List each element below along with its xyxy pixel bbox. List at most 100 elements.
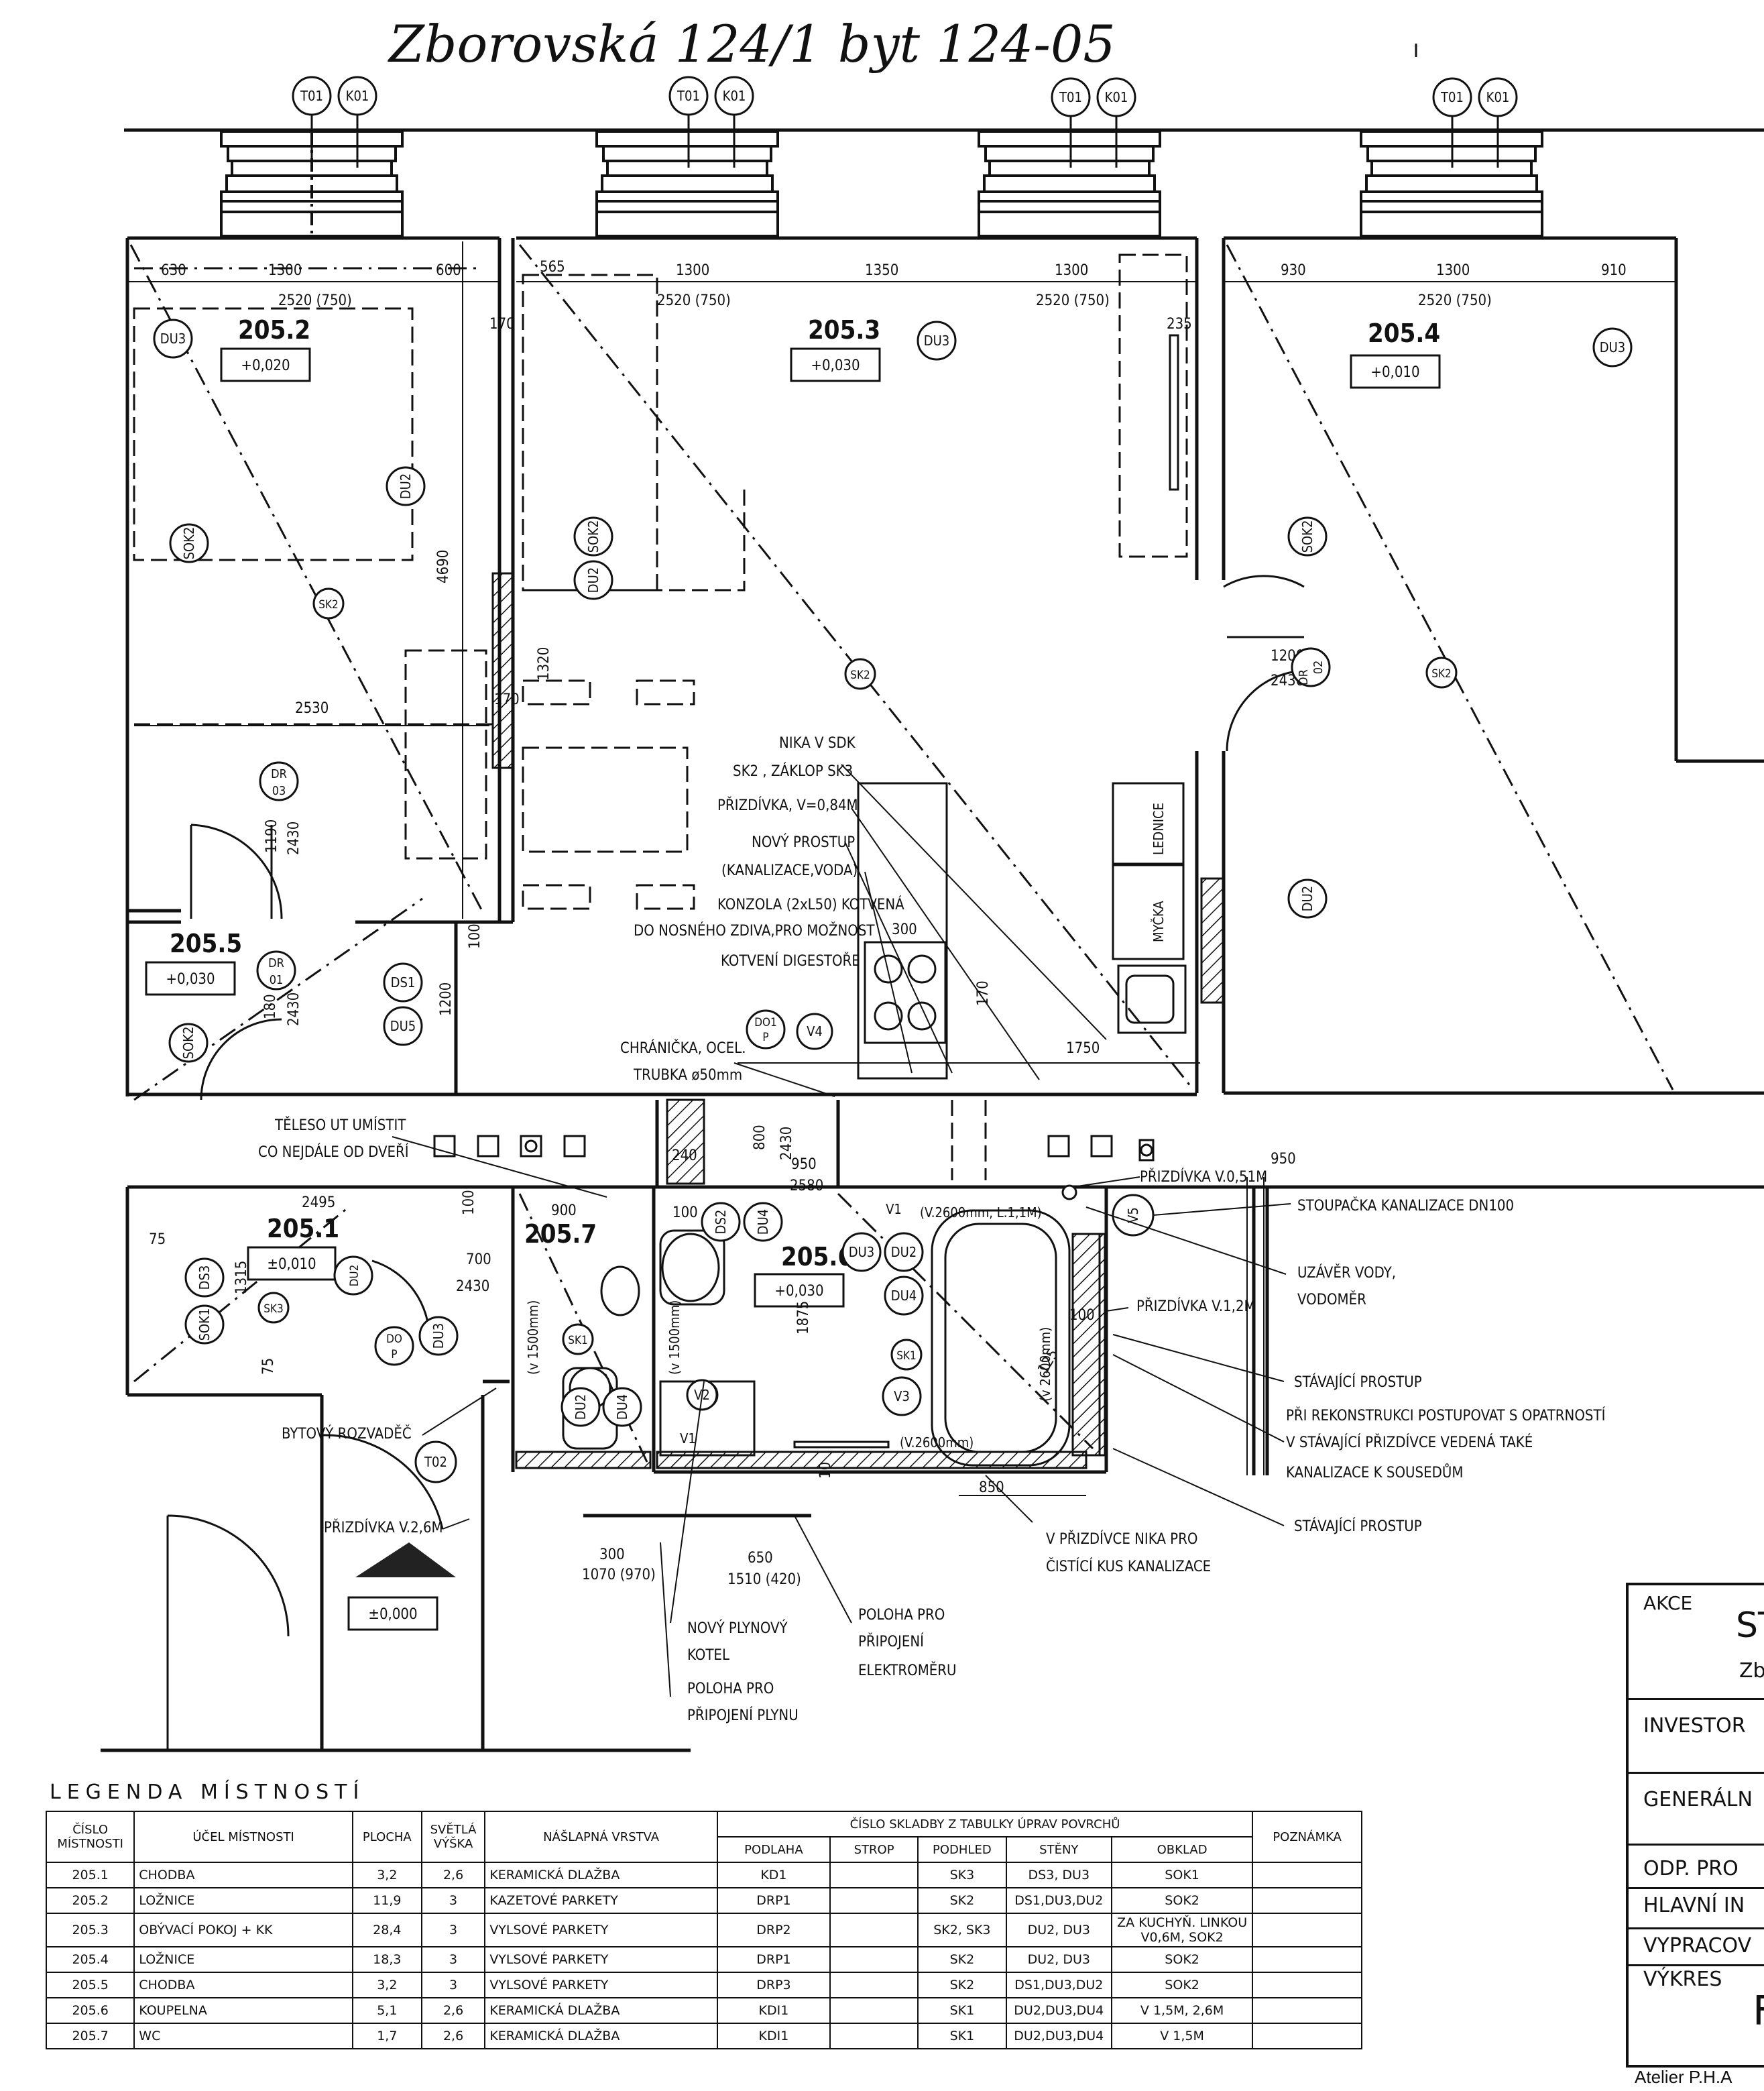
tag-sk1: SK1: [568, 1334, 587, 1347]
note-plyn-2: PŘIPOJENÍ PLYNU: [687, 1707, 799, 1724]
tag-du3: DU3: [160, 331, 186, 347]
svg-text:100: 100: [672, 1204, 698, 1221]
legend-cell: KDI1: [716, 2023, 831, 2049]
svg-text:100: 100: [467, 923, 483, 949]
tag-sok2: SOK2: [180, 1027, 196, 1060]
bath-height-2: (V.2600mm): [900, 1434, 974, 1451]
bath-label: (V.2600mm, L.1,1M): [920, 1204, 1042, 1221]
legend-cell: [1252, 1862, 1362, 1888]
tb-akce-value: ST: [1736, 1605, 1764, 1646]
svg-text:+0,010: +0,010: [1370, 364, 1419, 381]
tb-hlavni: HLAVNÍ IN: [1643, 1894, 1745, 1917]
tag-du2: DU2: [398, 473, 414, 499]
atelier-label: Atelier P.H.A: [1635, 2067, 1732, 2087]
tag-dr-03: 03: [272, 784, 286, 798]
tag-sk3: SK3: [263, 1302, 283, 1316]
tag-v3: V3: [894, 1388, 910, 1404]
legend-cell: 205.5: [45, 1972, 135, 1998]
tag-circles: [153, 319, 1633, 1483]
room-numbers: 205.2 205.3 205.4 205.5 205.1 205.6 205.…: [170, 315, 1440, 1271]
col-steny: STĚNY: [1005, 1836, 1113, 1863]
svg-text:240: 240: [672, 1147, 697, 1164]
legend-cell: KD1: [716, 1862, 831, 1888]
note-nika: NIKA V SDK: [779, 735, 856, 752]
col-skladby: ČÍSLO SKLADBY Z TABULKY ÚPRAV POVRCHŮ: [716, 1811, 1254, 1838]
tag-sk2: SK2: [850, 669, 870, 682]
legend-cell: 5,1: [351, 1997, 422, 2024]
svg-text:4690: 4690: [435, 550, 452, 583]
legend-cell: SOK2: [1111, 1946, 1254, 1973]
svg-text:300: 300: [599, 1546, 625, 1563]
tag-p: P: [391, 1348, 397, 1361]
note-prizdivka-12: PŘIZDÍVKA V.1,2M: [1136, 1298, 1256, 1315]
svg-text:1300: 1300: [1055, 262, 1088, 279]
tb-vykres-value: F: [1753, 1988, 1764, 2035]
tag-sk2: SK2: [1431, 667, 1451, 681]
legend-cell: 2,6: [420, 1997, 486, 2024]
svg-text:800: 800: [752, 1125, 768, 1150]
svg-text:1315: 1315: [233, 1261, 250, 1294]
col-podlaha: PODLAHA: [716, 1836, 831, 1863]
svg-text:205.1: 205.1: [267, 1214, 339, 1243]
svg-text:205.4: 205.4: [1368, 319, 1440, 348]
note-plyn-1: POLOHA PRO: [687, 1681, 774, 1697]
tag-do2: DU2: [348, 1265, 361, 1287]
sink-height: (v 1500mm): [666, 1300, 683, 1375]
svg-text:235: 235: [1167, 316, 1192, 333]
svg-text:205.2: 205.2: [238, 315, 310, 345]
note-stavajici-2: STÁVAJÍCÍ PROSTUP: [1294, 1518, 1422, 1535]
legend-cell: ZA KUCHYŇ. LINKOU V0,6M, SOK2: [1111, 1913, 1254, 1947]
leader-lines: [392, 764, 1291, 1697]
legend-cell: KERAMICKÁ DLAŽBA: [484, 2023, 718, 2049]
svg-text:+0,020: +0,020: [241, 357, 290, 374]
tag-t01: T01: [1440, 89, 1464, 105]
col-vyska: SVĚTLÁ VÝŠKA: [420, 1811, 486, 1863]
svg-text:2520 (750): 2520 (750): [1036, 292, 1110, 309]
svg-text:2430: 2430: [286, 822, 302, 855]
svg-text:205.5: 205.5: [170, 929, 242, 958]
note-stoupacka: STOUPAČKA KANALIZACE DN100: [1297, 1197, 1514, 1214]
tag-sok1: SOK1: [196, 1308, 213, 1341]
legend-cell: DRP2: [716, 1913, 831, 1947]
window-bays: [220, 130, 1543, 237]
svg-text:1300: 1300: [1436, 262, 1470, 279]
col-ucel: ÚČEL MÍSTNOSTI: [133, 1811, 353, 1863]
tag-v1: V1: [886, 1201, 902, 1217]
tag-sok2: SOK2: [585, 520, 601, 553]
svg-text:2530: 2530: [295, 700, 329, 717]
svg-text:2495: 2495: [302, 1194, 335, 1211]
legend-cell: 1,7: [351, 2023, 422, 2049]
tag-du2: DU2: [1299, 886, 1315, 911]
note-nika-pro-2: ČISTÍCÍ KUS KANALIZACE: [1046, 1558, 1211, 1575]
svg-text:75: 75: [260, 1358, 277, 1375]
legend-cell: 205.6: [45, 1997, 135, 2024]
tag-k01: K01: [1105, 89, 1128, 105]
svg-text:±0,010: ±0,010: [267, 1256, 316, 1273]
tag-du3: DU3: [1600, 339, 1625, 355]
legend-cell: DU2,DU3,DU4: [1005, 2023, 1113, 2049]
legend-cell: VYLSOVÉ PARKETY: [484, 1946, 718, 1973]
tag-v1: V1: [680, 1430, 696, 1447]
room-legend-table: ČÍSLO MÍSTNOSTI ÚČEL MÍSTNOSTI PLOCHA SV…: [45, 1811, 1362, 2049]
legend-cell: KOUPELNA: [133, 1997, 353, 2024]
tag-v4: V4: [807, 1023, 823, 1039]
kitchen-unit: [857, 334, 1187, 1162]
tb-vykres: VÝKRES: [1643, 1968, 1722, 1991]
tb-vypracoval: VYPRACOV: [1643, 1934, 1752, 1958]
svg-text:1300: 1300: [268, 262, 302, 279]
legend-cell: 3: [420, 1887, 486, 1914]
note-konzola-1: KONZOLA (2xL50) KOTVENÁ: [717, 896, 904, 913]
tag-do1: DO1: [754, 1016, 777, 1029]
title-block: AKCE ST Zbo INVESTOR GENERÁLN ODP. PRO H…: [1626, 1583, 1764, 2068]
note-uzaver-2: VODOMĚR: [1297, 1291, 1366, 1308]
legend-cell: SK2, SK3: [917, 1913, 1007, 1947]
legend-cell: DU2,DU3,DU4: [1005, 1997, 1113, 2024]
svg-text:±0,000: ±0,000: [368, 1606, 417, 1623]
tag-k01: K01: [1486, 89, 1510, 105]
tag-du3: DU3: [924, 333, 949, 349]
legend-cell: DS1,DU3,DU2: [1005, 1887, 1113, 1914]
svg-text:2430: 2430: [778, 1127, 795, 1160]
doors: [166, 575, 1308, 1750]
